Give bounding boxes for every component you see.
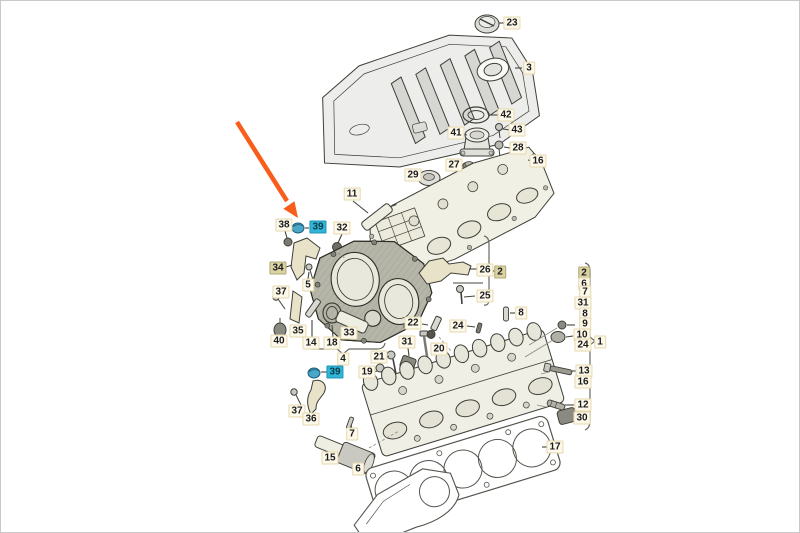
- callout-20[interactable]: 20: [430, 342, 448, 356]
- ball-9-part: [557, 320, 567, 330]
- callout-16[interactable]: 16: [574, 375, 592, 389]
- callout-39[interactable]: 39: [309, 220, 327, 234]
- callout-13[interactable]: 13: [575, 364, 593, 378]
- callout-12[interactable]: 12: [574, 398, 592, 412]
- assembly-lines: [337, 252, 558, 449]
- timing-cover-part: [309, 239, 433, 344]
- callout-39[interactable]: 39: [326, 365, 344, 379]
- callout-40[interactable]: 40: [270, 334, 288, 348]
- callout-36[interactable]: 36: [302, 412, 320, 426]
- seal-ring-42-part: [462, 106, 490, 124]
- callout-8[interactable]: 8: [515, 306, 527, 320]
- valve-cover-part: [369, 146, 555, 276]
- pointer-arrow: [235, 120, 298, 218]
- callout-2[interactable]: 2: [494, 265, 506, 279]
- callout-5[interactable]: 5: [302, 278, 314, 292]
- timing-gasket-part: [353, 468, 460, 532]
- callout-7[interactable]: 7: [346, 427, 358, 441]
- sensor-22-part: [426, 315, 442, 339]
- callout-34[interactable]: 34: [269, 261, 287, 275]
- pin-12-part: [546, 399, 566, 411]
- engine-cover-part: [322, 34, 541, 168]
- callout-18[interactable]: 18: [323, 336, 341, 350]
- bolt-13-part: [543, 362, 573, 376]
- bolt-43-part: [495, 123, 503, 139]
- callout-4[interactable]: 4: [337, 352, 349, 366]
- cap-10-part: [550, 331, 566, 343]
- callout-24[interactable]: 24: [574, 338, 592, 352]
- callout-33[interactable]: 33: [340, 326, 358, 340]
- callout-22[interactable]: 22: [404, 316, 422, 330]
- callout-42[interactable]: 42: [497, 108, 515, 122]
- callout-14[interactable]: 14: [302, 336, 320, 350]
- bracket-35-part: [289, 290, 303, 324]
- callout-1[interactable]: 1: [594, 335, 606, 349]
- callout-17[interactable]: 17: [546, 440, 564, 454]
- oil-cap-part: [474, 14, 500, 34]
- callout-41[interactable]: 41: [447, 126, 465, 140]
- callout-30[interactable]: 30: [573, 411, 591, 425]
- cap-39-lower-part: [307, 367, 321, 379]
- callout-16[interactable]: 16: [529, 154, 547, 168]
- callout-28[interactable]: 28: [509, 141, 527, 155]
- group-bracket-2: [483, 235, 495, 306]
- callout-23[interactable]: 23: [503, 16, 521, 30]
- callout-37[interactable]: 37: [288, 404, 306, 418]
- bracket-group2-part: [418, 257, 472, 285]
- callout-35[interactable]: 35: [289, 324, 307, 338]
- callout-26[interactable]: 26: [476, 263, 494, 277]
- callout-19[interactable]: 19: [358, 365, 376, 379]
- cylinder-6-part: [336, 441, 376, 475]
- callout-37[interactable]: 37: [272, 285, 290, 299]
- callout-15[interactable]: 15: [321, 451, 339, 465]
- cap-29-part: [417, 170, 441, 186]
- hook-bracket-36-part: [307, 379, 326, 415]
- dowel-pin-14-part: [305, 298, 321, 318]
- pin-24-part: [475, 322, 483, 334]
- bolt-5-part: [305, 263, 314, 281]
- callout-3[interactable]: 3: [523, 61, 535, 75]
- callout-6[interactable]: 6: [352, 462, 364, 476]
- pin-8-part: [503, 306, 509, 322]
- callout-25[interactable]: 25: [476, 289, 494, 303]
- bolt-37-lower-part: [290, 388, 302, 406]
- callout-43[interactable]: 43: [508, 123, 526, 137]
- callout-27[interactable]: 27: [445, 158, 463, 172]
- filler-neck-part: [459, 127, 495, 157]
- bolt-25-part: [456, 285, 464, 305]
- callout-21[interactable]: 21: [370, 350, 388, 364]
- nut-38-part: [283, 237, 293, 247]
- bracket-34-part: [290, 237, 321, 281]
- callout-32[interactable]: 32: [333, 221, 351, 235]
- callout-29[interactable]: 29: [404, 168, 422, 182]
- gasket-tube-11-part: [361, 203, 397, 231]
- callout-31[interactable]: 31: [398, 335, 416, 349]
- callout-24[interactable]: 24: [449, 319, 467, 333]
- callout-11[interactable]: 11: [343, 187, 361, 201]
- callout-38[interactable]: 38: [275, 218, 293, 232]
